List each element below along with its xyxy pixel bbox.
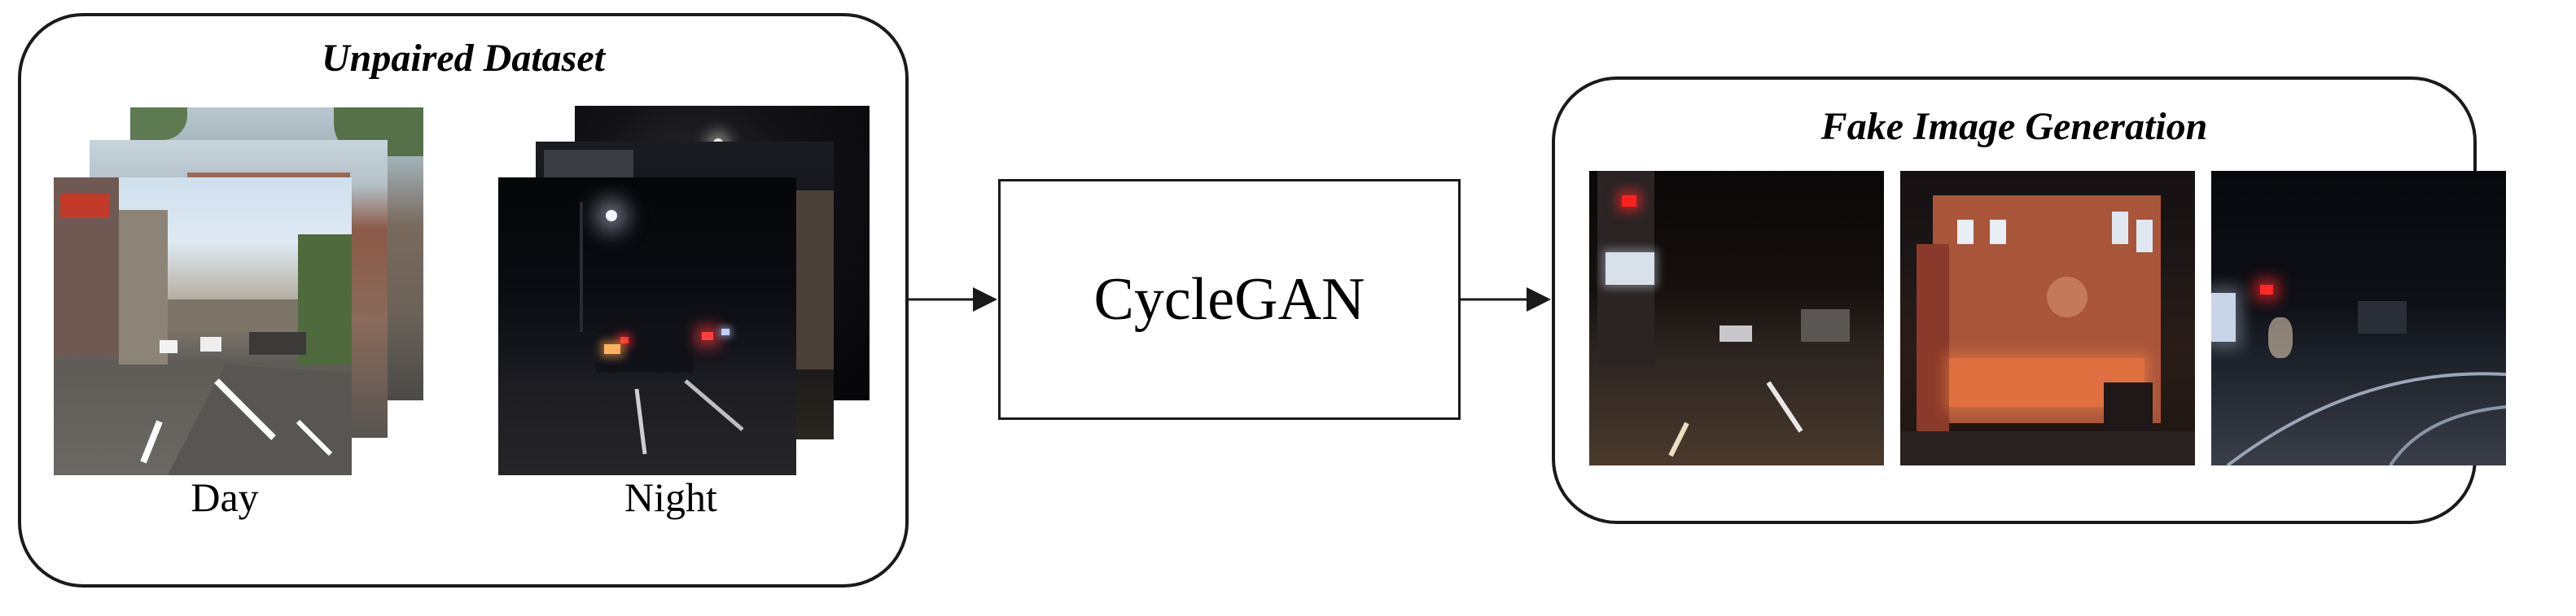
day-road-markings [140, 365, 352, 475]
day-photo-front [54, 177, 352, 475]
night-label: Night [624, 474, 717, 520]
generated-image-1 [1589, 171, 1884, 465]
cyclegan-box: CycleGAN [998, 179, 1461, 420]
generated-3-road [2226, 372, 2506, 465]
night-photo-front [498, 177, 796, 475]
unpaired-dataset-title: Unpaired Dataset [322, 37, 605, 80]
cyclegan-label: CycleGAN [1093, 266, 1365, 333]
generated-image-2 [1900, 171, 2195, 465]
day-label: Day [191, 474, 259, 520]
generated-1-road [1668, 381, 1803, 457]
generated-image-3 [2211, 171, 2506, 465]
fake-image-generation-title: Fake Image Generation [1820, 105, 2208, 148]
night-road-markings [634, 379, 744, 455]
